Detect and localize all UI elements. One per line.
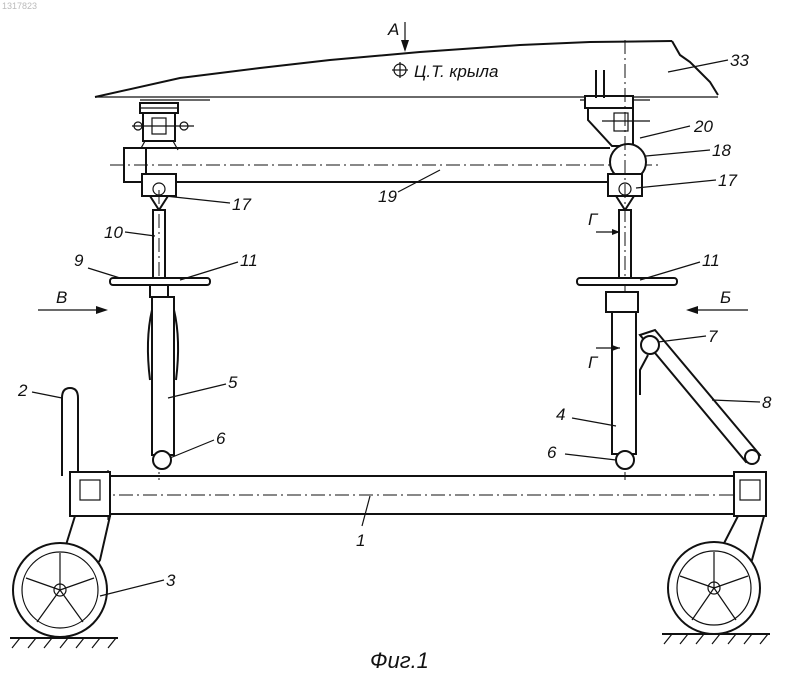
callout-4: 4 [556,405,565,424]
callout-19: 19 [378,187,397,206]
wing-cg-label: Ц.Т. крыла [414,62,498,81]
transverse-beam-19 [110,148,660,182]
callout-17-left: 17 [232,195,251,214]
view-a-arrow: А [387,20,409,52]
callout-33: 33 [730,51,749,70]
view-b-label: Б [720,288,731,307]
view-a-label: А [387,20,399,39]
section-bottom-label: Г [588,353,599,372]
right-wing-clamp-20 [585,70,650,146]
section-top-label: Г [588,210,599,229]
view-arrows: В Б [38,288,748,314]
callout-1: 1 [356,531,365,550]
handle-2 [62,388,78,476]
left-wing-clamp [132,103,194,150]
wing-cg-marker: Ц.Т. крыла [392,62,498,81]
callout-3: 3 [166,571,176,590]
left-caster-wheel-3 [10,472,118,648]
left-lift-column [110,174,210,480]
callout-18: 18 [712,141,731,160]
view-v-label: В [56,288,67,307]
callout-9: 9 [74,251,84,270]
callout-8: 8 [762,393,772,412]
base-frame-1 [95,470,760,520]
callout-2: 2 [17,381,28,400]
callout-11-left: 11 [240,251,258,270]
diagonal-strut-8 [640,330,760,464]
callout-6-left: 6 [216,429,226,448]
callout-6-right: 6 [547,443,557,462]
callout-10: 10 [104,223,123,242]
callout-17-right: 17 [718,171,737,190]
callout-7: 7 [708,327,718,346]
callout-5: 5 [228,373,238,392]
figure-caption: Фиг.1 [370,648,429,673]
document-id: 1317823 [2,1,37,11]
right-caster-wheel [662,472,770,644]
callout-11-right: 11 [702,251,720,270]
callout-20: 20 [693,117,713,136]
